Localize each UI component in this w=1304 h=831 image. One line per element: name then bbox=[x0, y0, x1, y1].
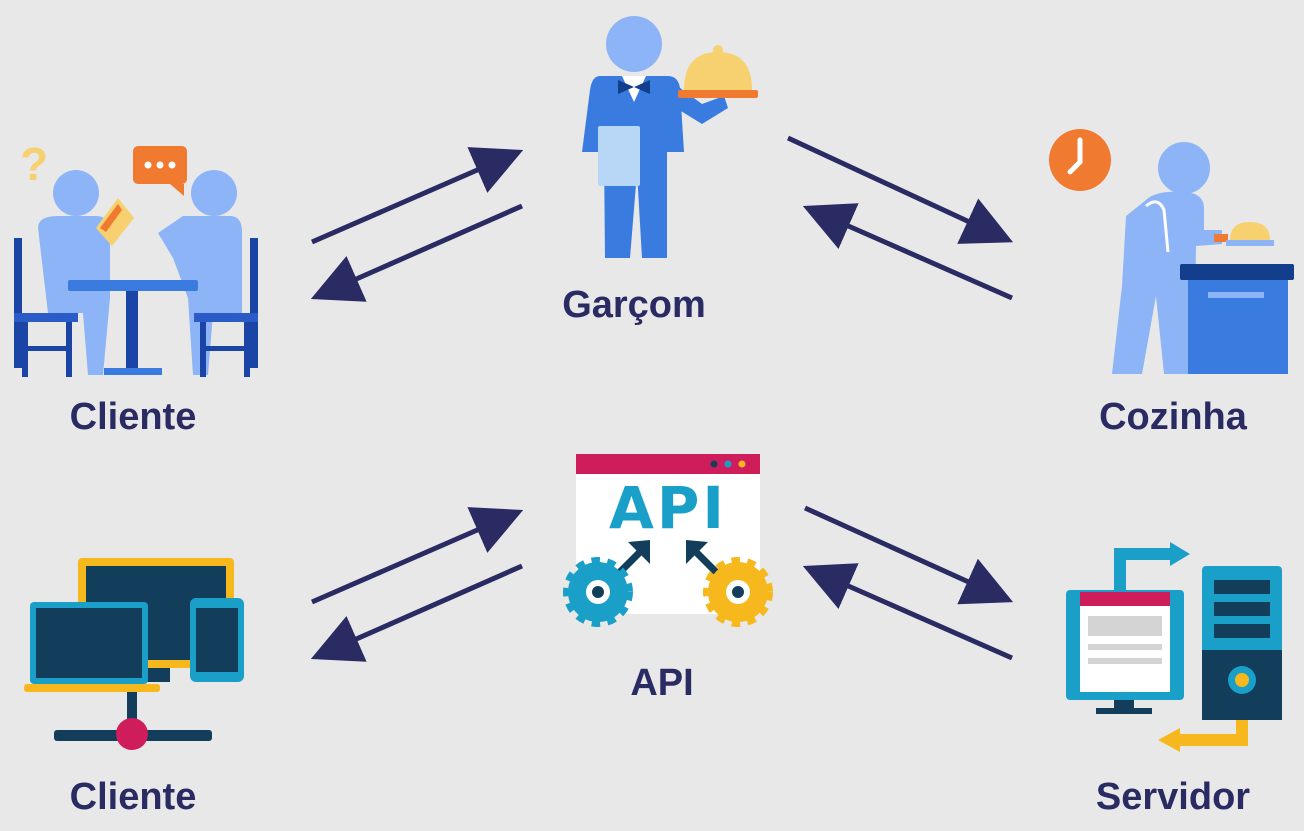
arrow-servidor-to-api bbox=[802, 563, 1014, 661]
cozinha-label: Cozinha bbox=[1099, 396, 1247, 438]
cook-icon bbox=[1049, 129, 1294, 374]
arrow-api-to-servidor bbox=[803, 505, 1014, 605]
api-window-text: API bbox=[609, 474, 727, 542]
arrow-api-to-cliente bbox=[310, 563, 524, 662]
servidor-label: Servidor bbox=[1095, 776, 1251, 818]
arrow-cliente-to-api bbox=[311, 507, 524, 605]
server-icon bbox=[1066, 542, 1282, 752]
svg-text:?: ? bbox=[20, 138, 48, 190]
arrow-garcom-to-cliente bbox=[310, 203, 524, 302]
api-window-icon bbox=[563, 454, 773, 627]
cliente-label-bottom: Cliente bbox=[69, 776, 197, 818]
api-label: API bbox=[630, 662, 694, 704]
client-devices-icon bbox=[24, 558, 244, 750]
arrow-garcom-to-cozinha bbox=[786, 135, 1014, 244]
diners-at-table-icon: ? bbox=[14, 138, 258, 377]
arrow-cliente-to-garcom bbox=[311, 147, 524, 245]
arrow-cozinha-to-garcom bbox=[802, 203, 1014, 301]
waiter-icon bbox=[582, 16, 758, 258]
cliente-label-top: Cliente bbox=[69, 396, 197, 438]
garcom-label: Garçom bbox=[562, 284, 706, 326]
